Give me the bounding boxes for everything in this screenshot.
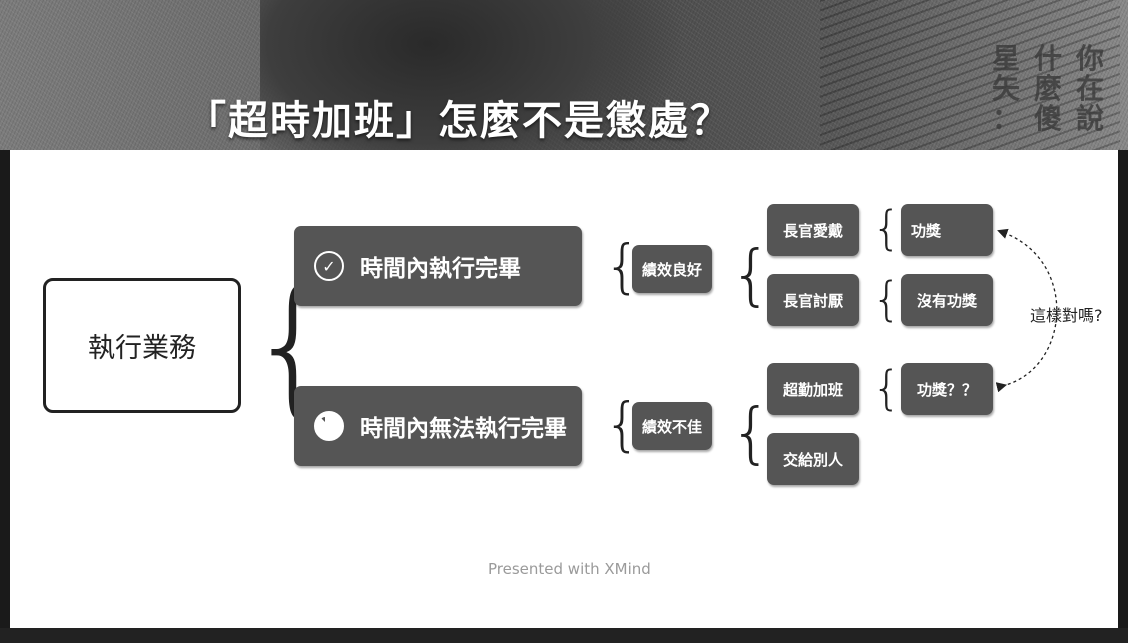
- outcome-award: 功獎: [901, 204, 993, 256]
- manga-caption-char: 什: [1033, 42, 1062, 75]
- manga-caption-char: 傻: [1033, 102, 1062, 135]
- central-topic: 執行業務: [43, 278, 241, 413]
- brace-2b: {: [872, 361, 902, 415]
- brace-1b: {: [872, 201, 902, 255]
- child-boss-dislikes: 長官討厭: [767, 274, 859, 326]
- branch-overtime-label: 時間內無法執行完畢: [360, 416, 567, 442]
- branch-overtime: 時間內無法執行完畢: [294, 386, 582, 466]
- manga-caption-col-1: 你在說: [1076, 44, 1104, 134]
- child-hand-off: 交給別人: [767, 433, 859, 485]
- branch-on-time: ✓ 時間內執行完畢: [294, 226, 582, 306]
- footer-band: [0, 628, 1128, 643]
- header-background-rays: [820, 0, 1120, 150]
- result-good: 績效良好: [632, 245, 712, 293]
- manga-caption-char: 矢: [991, 72, 1020, 105]
- header-banner: 「超時加班」怎麼不是懲處？ 你在說 什麼傻 星矢：: [0, 0, 1128, 150]
- child-boss-likes: 長官愛戴: [767, 204, 859, 256]
- manga-caption-char: 你: [1075, 42, 1104, 75]
- manga-caption-char: 說: [1075, 102, 1104, 135]
- branch-on-time-label: 時間內執行完畢: [360, 256, 521, 282]
- relationship-arrow: [995, 228, 1058, 393]
- clock-icon: [314, 411, 344, 441]
- xmind-watermark: Presented with XMind: [488, 560, 651, 578]
- outcome-award-questioned: 功獎？？: [901, 363, 993, 415]
- manga-caption-col-3: 星矢：: [992, 44, 1020, 134]
- brace-1c: {: [872, 272, 902, 326]
- check-circle-icon: ✓: [314, 251, 344, 281]
- manga-caption-char: 在: [1075, 72, 1104, 105]
- question-annotation: 這樣對嗎?: [1030, 306, 1103, 325]
- manga-caption-col-2: 什麼傻: [1034, 44, 1062, 134]
- result-poor: 績效不佳: [632, 402, 712, 450]
- manga-caption: 你在說 什麼傻 星矢：: [992, 44, 1104, 134]
- manga-caption-char: 麼: [1033, 72, 1062, 105]
- slide-title: 「超時加班」怎麼不是懲處？: [186, 98, 732, 144]
- child-overtime: 超勤加班: [767, 363, 859, 415]
- manga-caption-char: ：: [991, 102, 1020, 135]
- brace-1a: {: [730, 236, 772, 313]
- brace-2a: {: [730, 394, 772, 471]
- mindmap-canvas: 執行業務 { ✓ 時間內執行完畢 { 績效良好 { 長官愛戴 長官討厭 { { …: [10, 150, 1118, 628]
- manga-caption-char: 星: [991, 42, 1020, 75]
- header-background-figure: [260, 0, 680, 150]
- outcome-no-award: 沒有功獎: [901, 274, 993, 326]
